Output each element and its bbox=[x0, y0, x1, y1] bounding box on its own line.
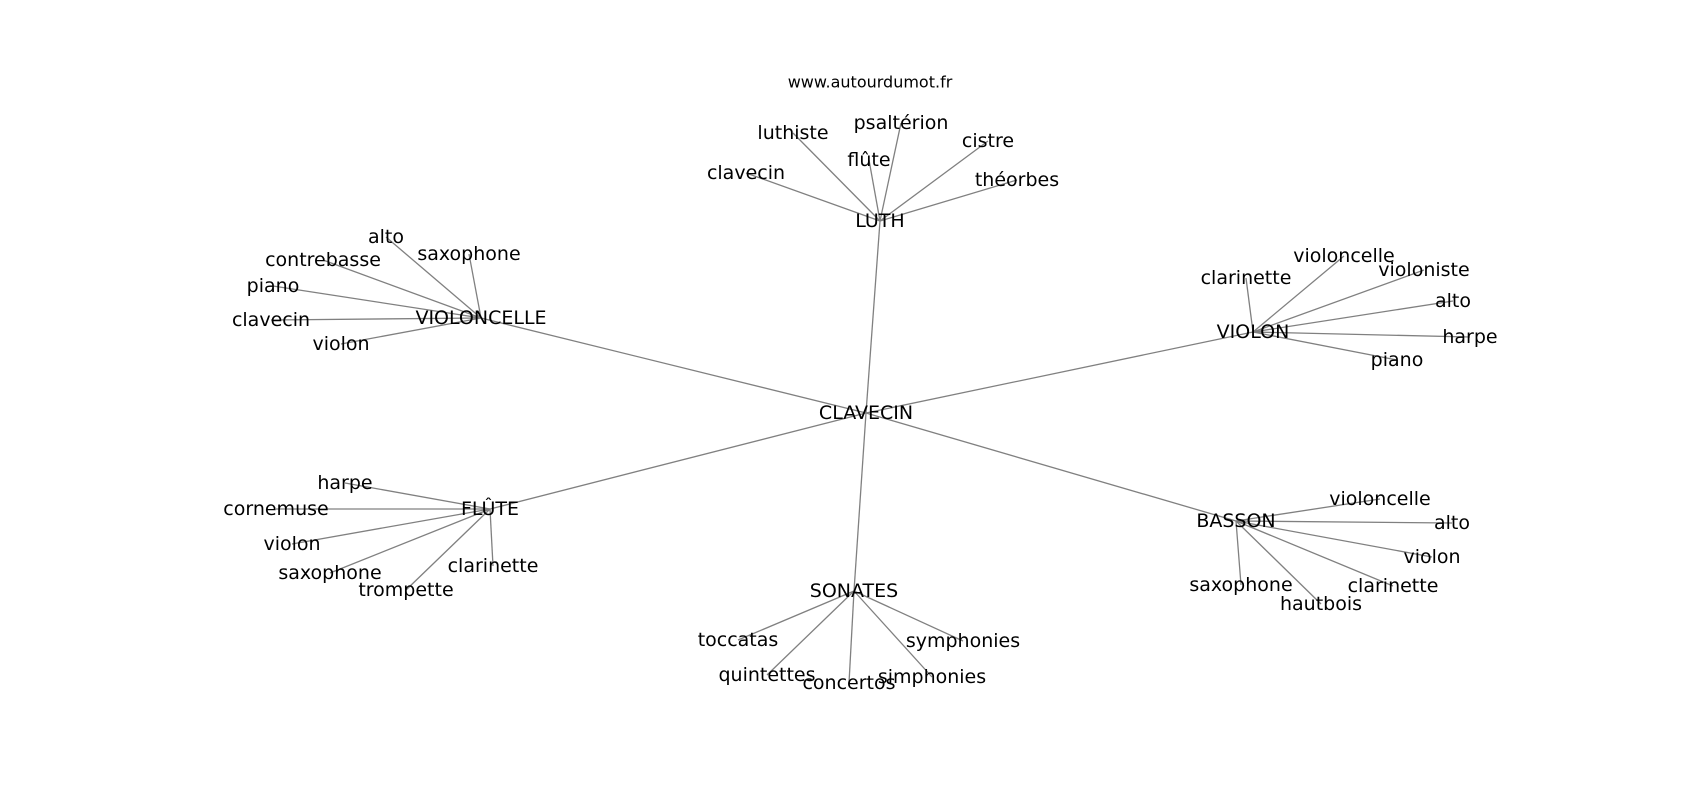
word-node-basson-0[interactable]: violoncelle bbox=[1329, 488, 1430, 510]
edge-luth-0 bbox=[745, 172, 881, 222]
edge-violon-2 bbox=[1252, 269, 1425, 333]
edge-flute-2 bbox=[291, 508, 491, 545]
edge-center-sonates bbox=[853, 412, 867, 592]
edge-center-basson bbox=[865, 412, 1237, 522]
word-node-violon-2[interactable]: violoniste bbox=[1378, 259, 1469, 281]
word-node-flute-0[interactable]: harpe bbox=[317, 472, 372, 494]
edge-violon-1 bbox=[1252, 255, 1345, 333]
word-node-violoncelle-5[interactable]: violon bbox=[312, 333, 369, 355]
word-node-sonates-2[interactable]: concertos bbox=[802, 672, 895, 694]
word-node-basson-2[interactable]: violon bbox=[1403, 546, 1460, 568]
edge-luth-3 bbox=[879, 122, 902, 222]
hub-node-violoncelle[interactable]: VIOLONCELLE bbox=[415, 307, 546, 329]
edge-violoncelle-1 bbox=[468, 253, 482, 319]
word-node-flute-5[interactable]: clarinette bbox=[448, 555, 539, 577]
edge-luth-5 bbox=[879, 179, 1018, 222]
word-node-luth-4[interactable]: cistre bbox=[962, 130, 1014, 152]
word-node-flute-1[interactable]: cornemuse bbox=[223, 498, 328, 520]
edge-violoncelle-0 bbox=[385, 236, 482, 319]
edge-basson-0 bbox=[1235, 498, 1381, 522]
edge-basson-3 bbox=[1235, 520, 1394, 587]
word-node-flute-3[interactable]: saxophone bbox=[278, 562, 381, 584]
hub-node-violon[interactable]: VIOLON bbox=[1217, 321, 1290, 343]
word-node-sonates-4[interactable]: symphonies bbox=[906, 630, 1020, 652]
edge-luth-1 bbox=[792, 132, 881, 222]
word-node-violoncelle-3[interactable]: piano bbox=[247, 275, 300, 297]
edge-luth-2 bbox=[868, 159, 881, 222]
edge-sonates-3 bbox=[853, 590, 933, 678]
edge-sonates-0 bbox=[737, 590, 855, 641]
word-node-luth-2[interactable]: flûte bbox=[847, 149, 890, 171]
edge-violon-5 bbox=[1252, 331, 1398, 361]
edge-violoncelle-2 bbox=[322, 259, 482, 319]
edge-flute-5 bbox=[489, 508, 494, 567]
hub-node-sonates[interactable]: SONATES bbox=[810, 580, 898, 602]
word-node-violon-0[interactable]: clarinette bbox=[1201, 267, 1292, 289]
labels: www.autourdumot.fr CLAVECIN clavecin luth… bbox=[223, 73, 1497, 695]
word-node-flute-2[interactable]: violon bbox=[263, 533, 320, 555]
edge-violon-3 bbox=[1252, 300, 1454, 333]
edge-flute-0 bbox=[344, 482, 491, 510]
word-node-luth-5[interactable]: théorbes bbox=[975, 169, 1059, 191]
edge-violoncelle-4 bbox=[270, 317, 482, 321]
edge-violon-0 bbox=[1245, 277, 1254, 333]
edge-basson-2 bbox=[1235, 520, 1433, 558]
word-node-sonates-1[interactable]: quintettes bbox=[718, 664, 815, 686]
hub-node-flute[interactable]: FLÛTE bbox=[461, 496, 519, 520]
edge-basson-4 bbox=[1235, 520, 1322, 605]
word-node-violon-1[interactable]: violoncelle bbox=[1293, 245, 1394, 267]
edge-center-violoncelle bbox=[480, 317, 867, 414]
site-label[interactable]: www.autourdumot.fr bbox=[788, 73, 953, 92]
edge-center-flute bbox=[489, 412, 867, 510]
word-node-luth-0[interactable]: clavecin bbox=[707, 162, 785, 184]
word-node-luth-1[interactable]: luthiste bbox=[757, 122, 828, 144]
hub-node-luth[interactable]: LUTH bbox=[855, 210, 904, 232]
word-node-violon-3[interactable]: alto bbox=[1435, 290, 1471, 312]
word-node-sonates-3[interactable]: simphonies bbox=[878, 666, 986, 688]
edge-center-violon bbox=[865, 331, 1254, 414]
word-node-basson-4[interactable]: hautbois bbox=[1280, 593, 1362, 615]
edge-center-luth bbox=[865, 220, 881, 414]
word-node-violoncelle-0[interactable]: alto bbox=[368, 226, 404, 248]
edge-sonates-2 bbox=[848, 590, 855, 684]
edge-flute-4 bbox=[405, 508, 491, 591]
edge-sonates-4 bbox=[853, 590, 964, 642]
word-node-luth-3[interactable]: psaltérion bbox=[854, 112, 949, 134]
word-node-violon-4[interactable]: harpe bbox=[1442, 326, 1497, 348]
word-node-basson-3[interactable]: clarinette bbox=[1348, 575, 1439, 597]
edge-violon-4 bbox=[1252, 331, 1471, 338]
edge-basson-1 bbox=[1235, 520, 1453, 524]
edge-violoncelle-3 bbox=[272, 285, 482, 319]
word-node-flute-4[interactable]: trompette bbox=[358, 579, 453, 601]
word-node-basson-1[interactable]: alto bbox=[1434, 512, 1470, 534]
center-node[interactable]: CLAVECIN bbox=[819, 402, 913, 424]
edge-basson-5 bbox=[1235, 520, 1242, 586]
word-node-violoncelle-4[interactable]: clavecin bbox=[232, 309, 310, 331]
word-node-basson-5[interactable]: saxophone bbox=[1189, 574, 1292, 596]
edge-violoncelle-5 bbox=[340, 317, 482, 345]
edge-sonates-1 bbox=[766, 590, 855, 676]
word-node-violoncelle-2[interactable]: contrebasse bbox=[265, 249, 381, 271]
word-node-violoncelle-1[interactable]: saxophone bbox=[417, 243, 520, 265]
edge-flute-3 bbox=[329, 508, 491, 574]
hub-node-basson[interactable]: BASSON bbox=[1196, 510, 1275, 532]
word-node-sonates-0[interactable]: toccatas bbox=[698, 629, 779, 651]
edge-luth-4 bbox=[879, 140, 989, 222]
edges bbox=[270, 122, 1471, 684]
word-node-violon-5[interactable]: piano bbox=[1371, 349, 1424, 371]
